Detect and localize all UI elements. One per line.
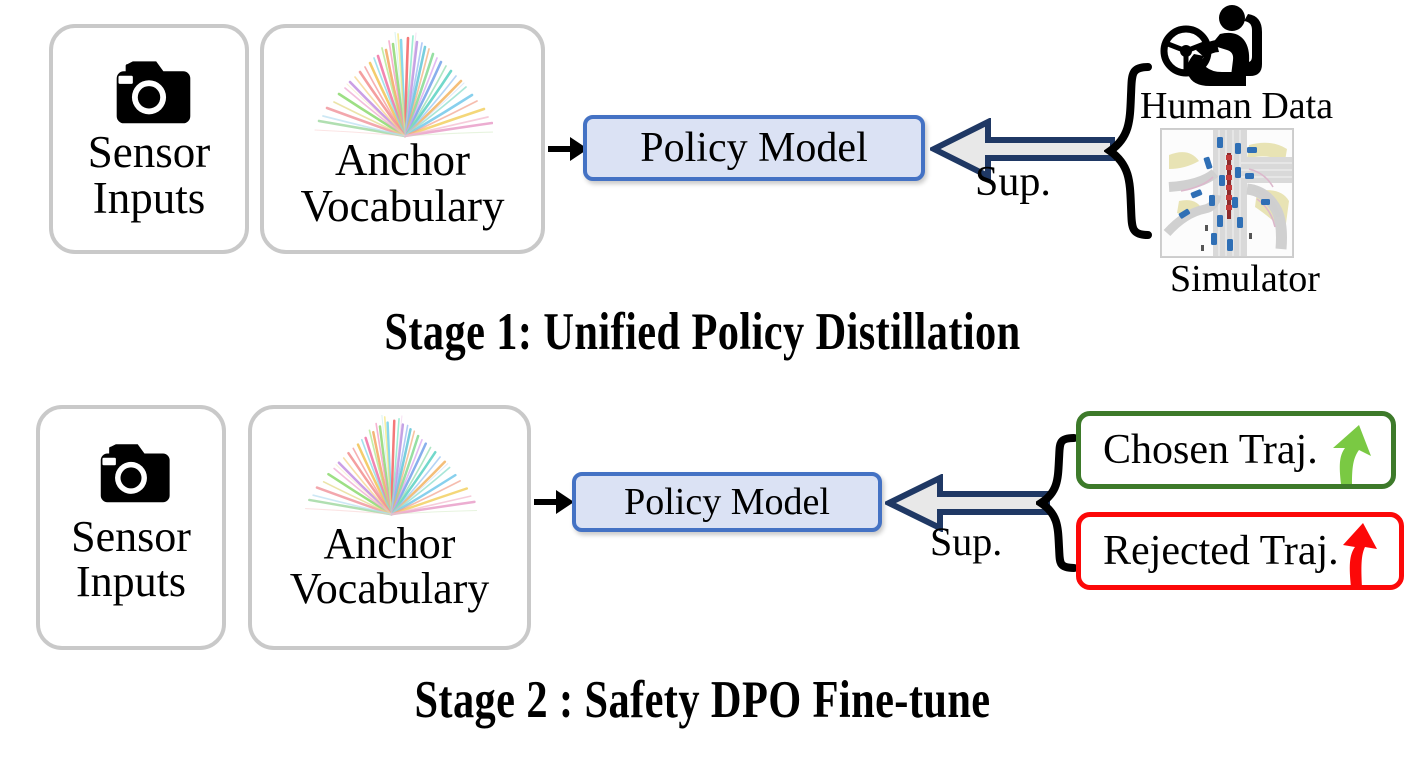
anchor-vocabulary-label: Anchor Vocabulary [300, 135, 505, 231]
chosen-trajectory-label: Chosen Traj. [1103, 427, 1318, 473]
rejected-trajectory-label: Rejected Traj. [1103, 528, 1339, 574]
stage-2-section: Sensor Inputs [0, 378, 1405, 757]
policy-model-box-stage1[interactable]: Policy Model [583, 115, 925, 181]
simulator-map-thumbnail [1160, 128, 1294, 258]
supervision-arrow-stage2 [882, 473, 1051, 533]
sensor-inputs-label-stage2: Sensor Inputs [71, 512, 191, 606]
green-curved-up-arrow-icon [1319, 422, 1381, 488]
policy-model-box-stage2[interactable]: Policy Model [572, 472, 882, 532]
input-to-policy-arrow-icon [548, 133, 590, 165]
simulator-label: Simulator [1170, 258, 1320, 300]
red-curved-up-arrow-icon [1329, 521, 1385, 591]
policy-model-label-stage2: Policy Model [624, 481, 830, 523]
driver-steering-wheel-icon [1160, 4, 1272, 86]
chosen-trajectory-box[interactable]: Chosen Traj. [1076, 411, 1396, 489]
supervision-arrow-stage1 [927, 117, 1116, 181]
sensor-inputs-label: Sensor Inputs [87, 127, 211, 223]
trajectory-fan-graphic [313, 31, 497, 140]
rejected-trajectory-box[interactable]: Rejected Traj. [1076, 512, 1404, 590]
stage-1-section: Sensor Inputs [0, 0, 1405, 378]
camera-icon [89, 439, 173, 505]
trajectory-fan-graphic [302, 414, 479, 520]
input-to-policy-arrow-icon-stage2 [534, 486, 576, 518]
policy-model-label: Policy Model [640, 125, 868, 171]
human-data-label: Human Data [1140, 85, 1334, 127]
supervision-label-stage2: Sup. [930, 519, 1003, 564]
anchor-vocabulary-card[interactable]: Anchor Vocabulary [260, 24, 545, 254]
anchor-vocabulary-label-stage2: Anchor Vocabulary [289, 519, 490, 613]
camera-icon [104, 56, 194, 126]
anchor-vocabulary-card-stage2[interactable]: Anchor Vocabulary [248, 405, 531, 650]
trajectories-brace-stage2 [1033, 433, 1078, 573]
sensor-inputs-card-stage2[interactable]: Sensor Inputs [36, 405, 226, 650]
supervision-label-stage1: Sup. [975, 159, 1051, 205]
sources-brace-stage1 [1103, 62, 1152, 240]
sensor-inputs-card[interactable]: Sensor Inputs [49, 24, 249, 254]
stage-2-caption: Stage 2 : Safety DPO Fine-tune [414, 671, 991, 729]
stage-1-caption: Stage 1: Unified Policy Distillation [384, 303, 1021, 361]
